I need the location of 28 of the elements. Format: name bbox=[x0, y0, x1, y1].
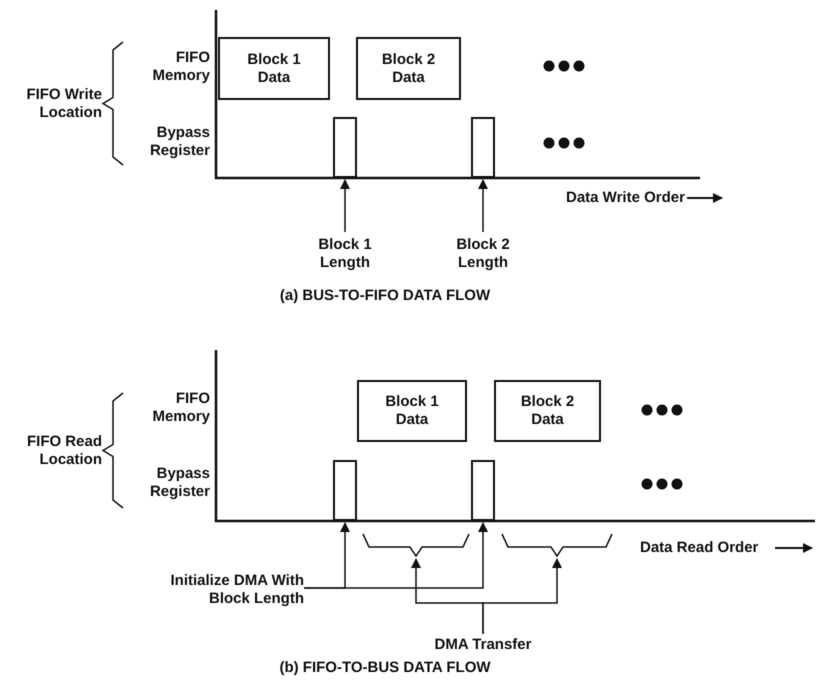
arrow bbox=[340, 179, 350, 232]
row-label: FIFO Memory bbox=[151, 390, 210, 426]
register-bar bbox=[333, 117, 357, 178]
curly-brace bbox=[501, 533, 613, 557]
group-label: FIFO Write Location bbox=[25, 86, 102, 122]
arrow bbox=[478, 179, 488, 232]
data-block: Block 1 Data bbox=[218, 37, 330, 100]
figure-caption: (a) BUS-TO-FIFO DATA FLOW bbox=[278, 287, 492, 305]
row-label: Bypass Register bbox=[148, 465, 210, 501]
register-bar bbox=[471, 117, 495, 178]
axis-label: Data Write Order bbox=[566, 189, 686, 207]
annotation-text: DMA Transfer bbox=[428, 634, 538, 656]
register-bar bbox=[333, 460, 357, 521]
data-block: Block 1 Data bbox=[357, 380, 467, 442]
row-label: FIFO Memory bbox=[151, 49, 210, 85]
data-block: Block 2 Data bbox=[494, 380, 601, 442]
annotation-text: Initialize DMA With Block Length bbox=[128, 569, 304, 611]
length-label: Block 1 Length bbox=[300, 232, 390, 276]
length-label: Block 2 Length bbox=[438, 232, 528, 276]
arrow bbox=[304, 522, 488, 589]
register-bar bbox=[471, 460, 495, 521]
curly-brace bbox=[362, 533, 470, 557]
arrow bbox=[482, 558, 562, 634]
data-block: Block 2 Data bbox=[356, 37, 461, 100]
row-label: Bypass Register bbox=[148, 124, 210, 160]
group-label: FIFO Read Location bbox=[26, 433, 102, 469]
axis-label: Data Read Order bbox=[640, 539, 760, 557]
figure-caption: (b) FIFO-TO-BUS DATA FLOW bbox=[278, 659, 492, 677]
